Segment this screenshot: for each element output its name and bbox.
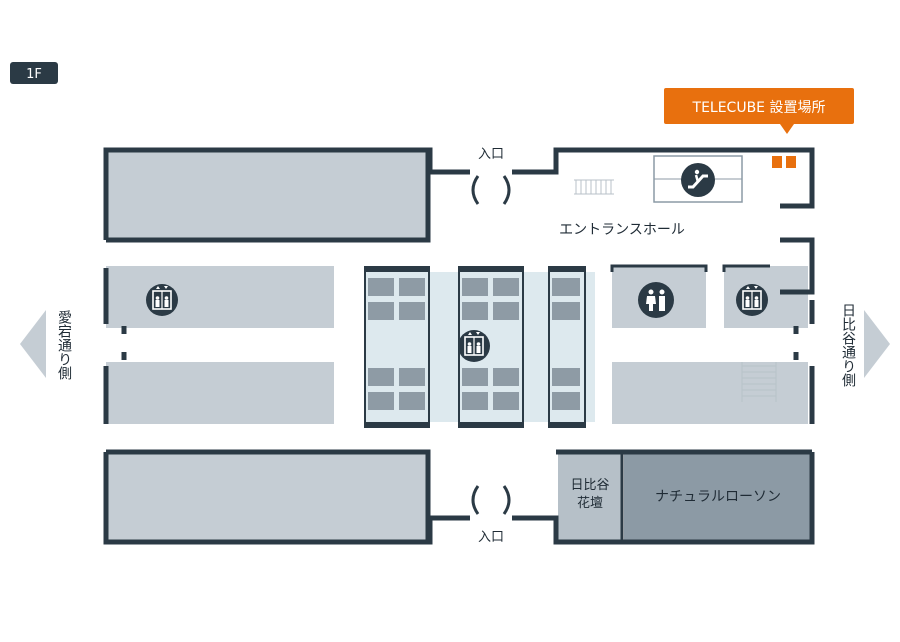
entrance-bottom-label: 入口 [478,530,504,545]
floor-badge: 1F [10,62,58,84]
east-street-label: 日比谷通り側 [840,303,856,387]
wall-dashes [121,326,799,360]
flower-shop [558,454,622,542]
room-left-upper [106,266,334,328]
callout-label: TELECUBE 設置場所 [692,100,826,116]
east-arrow-icon [864,310,890,378]
walls [103,147,815,545]
room-bottom-left [108,454,428,542]
telecube-marker [772,156,796,168]
room-top-left [108,152,428,240]
flower-shop-label-line1: 日比谷 [570,478,609,493]
door-bottom [471,485,511,515]
entrance-top-label: 入口 [478,147,504,162]
store-label: ナチュラルローソン [655,489,781,505]
telecube-callout: TELECUBE 設置場所 [664,88,854,134]
restroom-icon [638,282,674,318]
flower-shop-label-line2: 花壇 [577,495,603,511]
elevator-icon [145,283,179,317]
west-arrow-icon [20,310,46,378]
floor-label: 1F [26,67,42,82]
elevator-icon [735,283,769,317]
room-right-lower [612,362,808,424]
right-room-walls [610,264,770,272]
room-left-lower [106,362,334,424]
escalator-icon [681,163,715,197]
door-top [471,175,511,205]
entrance-hall-label: エントランスホール [559,222,685,238]
elevator-icon [457,329,491,363]
west-street-label: 愛宕通り側 [56,310,72,380]
store [624,454,812,542]
